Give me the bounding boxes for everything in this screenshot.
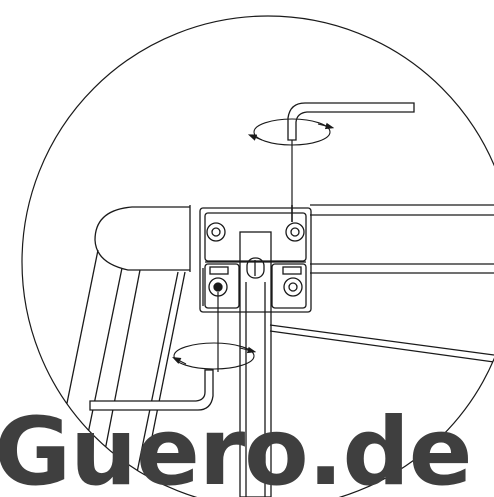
rotation-arrow-icon xyxy=(247,118,335,146)
frame-horizontal-tube xyxy=(269,204,494,363)
socket-head-bolt-icon xyxy=(206,222,305,297)
watermark-text: Guero.de xyxy=(0,402,473,497)
detail-circle xyxy=(21,15,494,497)
vertical-tube xyxy=(239,231,272,497)
hex-key-icon xyxy=(287,102,415,222)
hex-key-icon xyxy=(89,292,219,411)
rotation-arrow-icon xyxy=(172,342,257,370)
